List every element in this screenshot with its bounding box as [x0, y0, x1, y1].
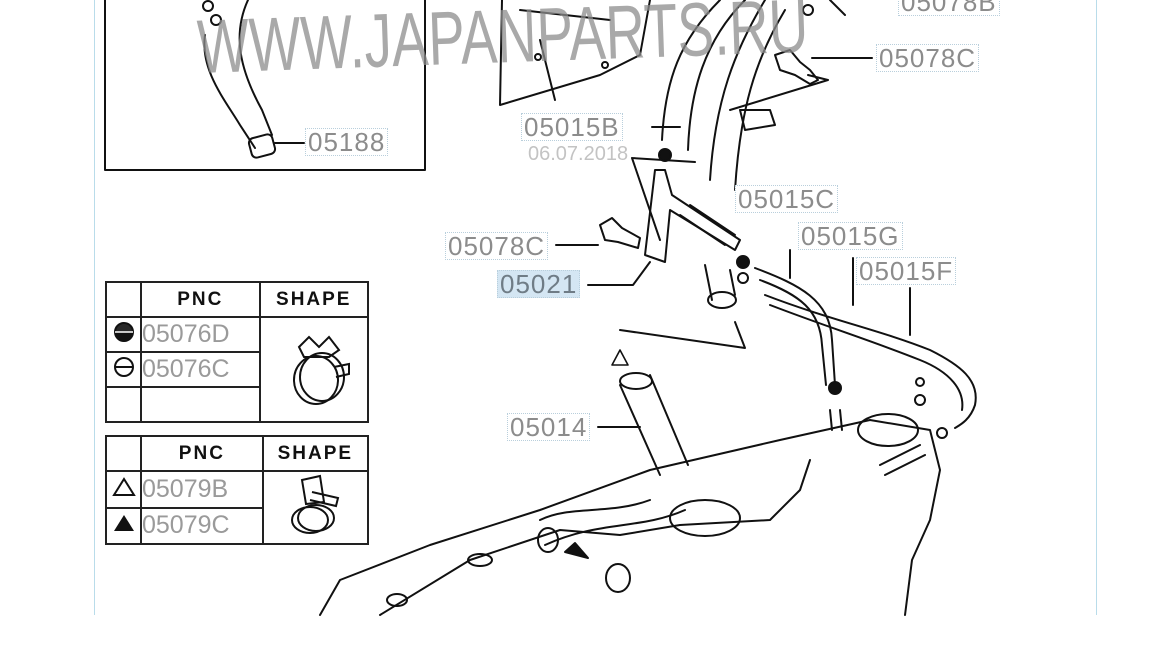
callout-05078C-top[interactable]: 05078C — [876, 44, 980, 72]
bolt — [599, 217, 641, 249]
callout-05078B[interactable]: 05078B — [898, 0, 1000, 16]
shape-header: SHAPE — [258, 281, 369, 318]
diagram-frame — [94, 0, 1097, 615]
half-filled-circle-icon — [105, 316, 142, 353]
pnc-05079B[interactable]: 05079B — [140, 470, 264, 509]
clamp-shape-image — [258, 316, 369, 423]
bolt — [774, 49, 819, 85]
date-stamp: 06.07.2018 — [528, 143, 629, 165]
callout-05188[interactable]: 05188 — [305, 128, 389, 156]
filler-hose — [619, 374, 689, 476]
pnc-05076D[interactable]: 05076D — [140, 316, 261, 353]
callout-05014[interactable]: 05014 — [507, 413, 591, 441]
band-shape-image — [261, 470, 370, 545]
legend-band-table: PNC SHAPE 05079B 05079C — [105, 435, 370, 545]
shape-header: SHAPE — [261, 435, 370, 472]
triangle-filled-icon — [105, 506, 142, 545]
filler-panel — [499, 0, 651, 106]
callout-05015F[interactable]: 05015F — [856, 257, 957, 285]
callout-05021[interactable]: 05021 — [497, 270, 581, 298]
inset-hose — [203, 0, 273, 149]
legend-clamp-table: PNC SHAPE 05076D 05076C — [105, 281, 369, 423]
fuel-tank — [319, 419, 941, 616]
pnc-05076C[interactable]: 05076C — [140, 351, 261, 388]
callout-05015C[interactable]: 05015C — [735, 185, 839, 213]
pnc-header: PNC — [140, 281, 261, 318]
breather-hose — [754, 267, 836, 386]
inset-box — [104, 0, 426, 171]
callout-05015G[interactable]: 05015G — [798, 222, 903, 250]
triangle-outline-icon — [105, 470, 142, 509]
pnc-header: PNC — [140, 435, 264, 472]
circle-bar-icon — [105, 351, 142, 388]
callout-05015B[interactable]: 05015B — [521, 113, 623, 141]
hose-end — [247, 133, 277, 159]
filler-pipe — [661, 0, 786, 191]
pnc-05079C[interactable]: 05079C — [140, 506, 264, 545]
bracket — [644, 169, 741, 263]
callout-05078C-left[interactable]: 05078C — [445, 232, 549, 260]
